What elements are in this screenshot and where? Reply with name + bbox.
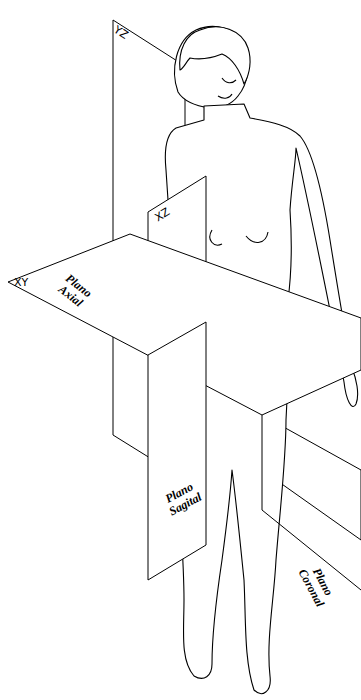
axis-label: XY [14, 277, 44, 289]
yz-plane-lower [113, 337, 150, 458]
sagittal-plane-lower [148, 322, 206, 580]
chest-line [246, 232, 268, 242]
coronal-plane-edge [262, 415, 361, 590]
plane-name: Plano Coronal [294, 556, 341, 614]
hair [180, 27, 250, 84]
face-lines [218, 78, 236, 98]
chest-line [210, 230, 222, 245]
